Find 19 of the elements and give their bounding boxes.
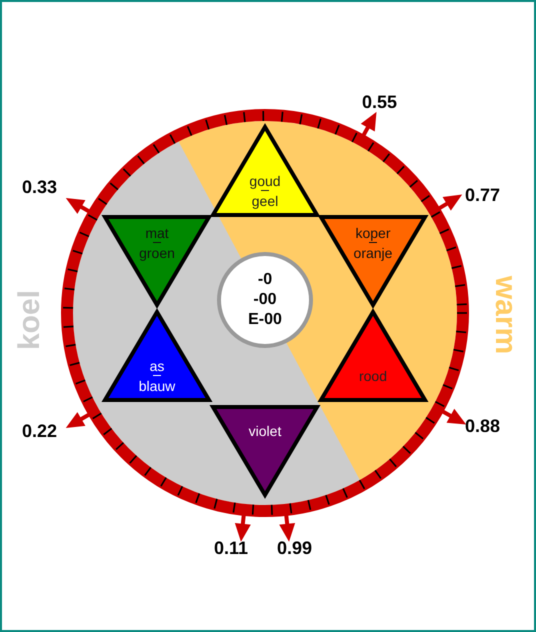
value-label: 0.55 xyxy=(362,92,398,113)
color-name: geel xyxy=(252,193,278,209)
color-name: koper xyxy=(355,225,391,241)
value-label: 0.11 xyxy=(214,538,248,559)
color-name: mat xyxy=(145,225,169,241)
center-text: -0 -00 E-00 xyxy=(248,270,282,330)
value-label: 0.77 xyxy=(465,185,500,206)
value-label: 0.99 xyxy=(277,538,312,559)
color-name: violet xyxy=(248,423,282,439)
color-name: groen xyxy=(139,245,175,261)
value-label: 0.33 xyxy=(22,177,58,198)
side-label: warm xyxy=(488,276,522,354)
color-name: rood xyxy=(358,368,388,384)
value-label: 0.88 xyxy=(465,416,500,437)
color-name: oranje xyxy=(354,245,392,261)
color-name: as xyxy=(150,358,164,374)
value-label: 0.22 xyxy=(22,421,58,442)
color-name: blauw xyxy=(138,378,176,394)
color-name: goud xyxy=(249,173,281,189)
